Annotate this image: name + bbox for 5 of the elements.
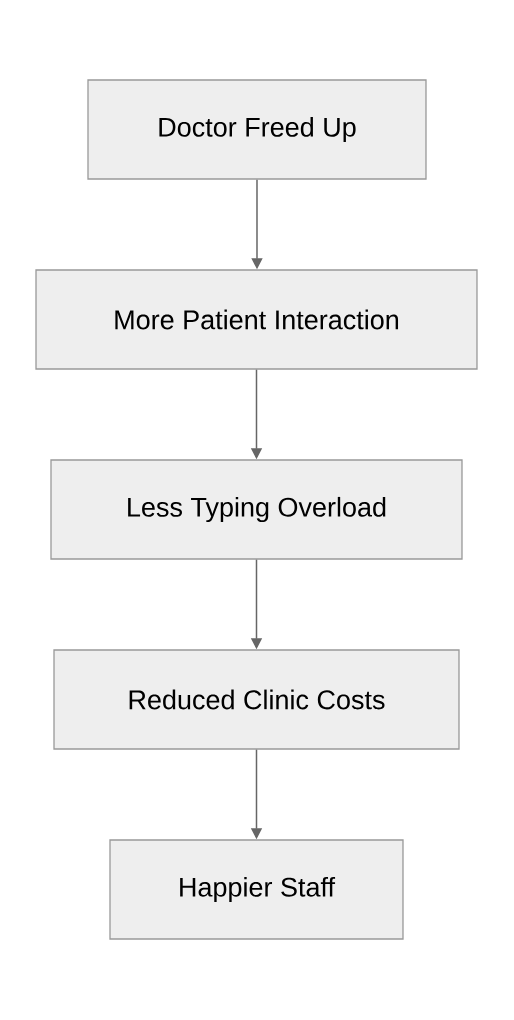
process-box: Reduced Clinic Costs — [53, 649, 460, 750]
process-box: Doctor Freed Up — [87, 79, 427, 180]
process-box: Less Typing Overload — [50, 459, 463, 560]
process-box: More Patient Interaction — [35, 269, 478, 370]
process-box: Happier Staff — [109, 839, 404, 940]
